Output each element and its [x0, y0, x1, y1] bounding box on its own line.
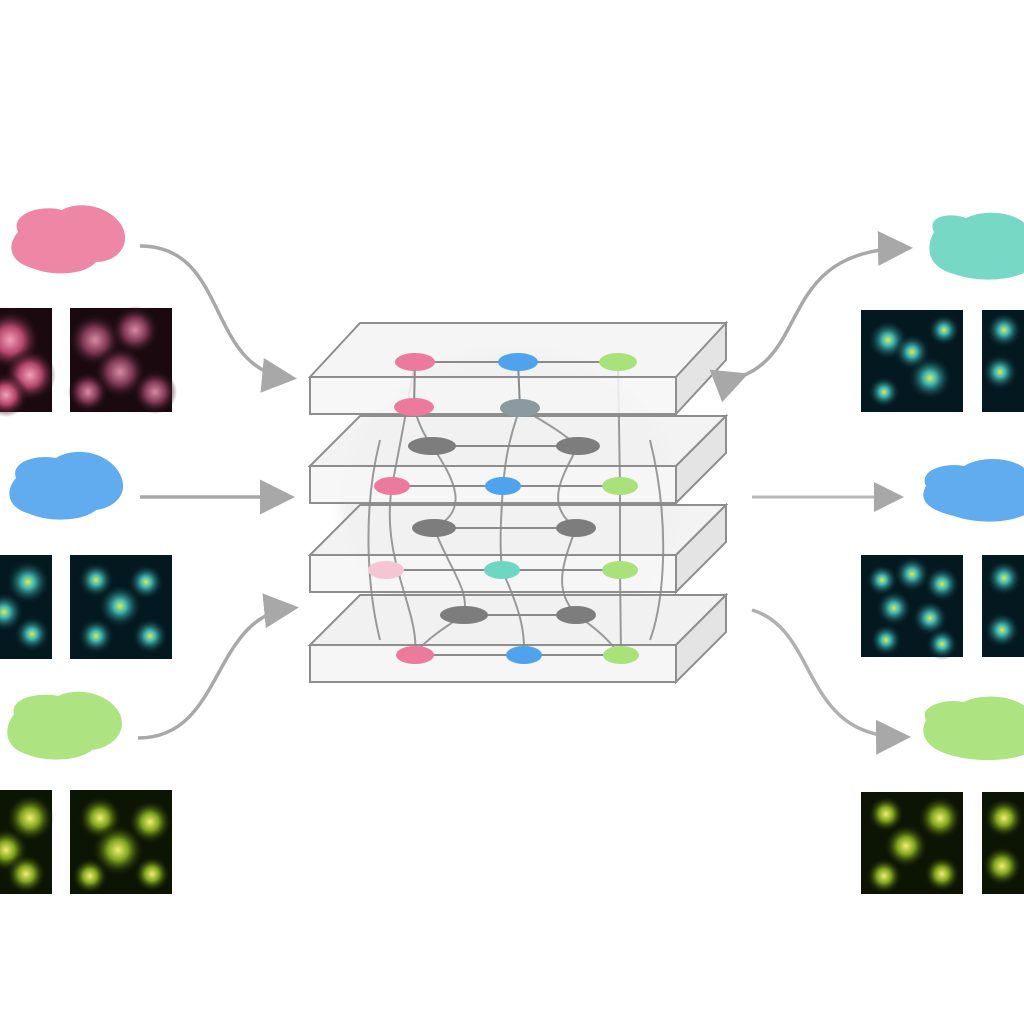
node-green: [603, 646, 639, 664]
node-gray: [440, 606, 488, 624]
node-gray: [500, 399, 540, 417]
left-tiles-magenta: [0, 306, 177, 417]
node-teal: [484, 561, 520, 579]
blue-cloud-blob: [9, 451, 124, 520]
node-gray: [556, 606, 596, 624]
node-pink-faded: [368, 561, 404, 579]
green-cloud-blob: [923, 696, 1024, 761]
left-tiles-cyan: [0, 555, 172, 659]
right-tiles-cyan-top: [861, 310, 1024, 412]
node-blue: [506, 646, 542, 664]
left-tiles-yellow: [0, 790, 172, 894]
teal-cloud-blob: [929, 212, 1024, 280]
left-inputs: [0, 205, 299, 894]
node-blue: [485, 477, 521, 495]
output-arrow-top: [709, 230, 913, 403]
right-tiles-cyan-middle: [861, 555, 1024, 660]
layer-stack: [307, 320, 729, 685]
node-pink: [396, 646, 434, 664]
node-pink: [395, 353, 435, 371]
blue-cloud-blob: [923, 459, 1024, 522]
node-pink: [394, 398, 434, 416]
node-green: [602, 561, 638, 579]
output-arrow-bottom: [751, 608, 911, 755]
node-gray: [556, 437, 600, 455]
input-arrow-top: [139, 244, 297, 393]
node-blue: [498, 353, 538, 371]
node-green: [599, 353, 637, 371]
right-outputs: [709, 212, 1024, 894]
right-tiles-yellow: [861, 792, 1024, 894]
node-gray: [408, 437, 456, 455]
pink-cloud-blob: [11, 205, 126, 274]
green-cloud-blob: [7, 691, 122, 760]
node-gray: [412, 519, 456, 537]
node-gray: [556, 519, 596, 537]
input-arrow-bottom: [137, 593, 299, 740]
node-pink: [374, 477, 410, 495]
node-green: [602, 477, 638, 495]
network-nodes: [368, 353, 639, 664]
